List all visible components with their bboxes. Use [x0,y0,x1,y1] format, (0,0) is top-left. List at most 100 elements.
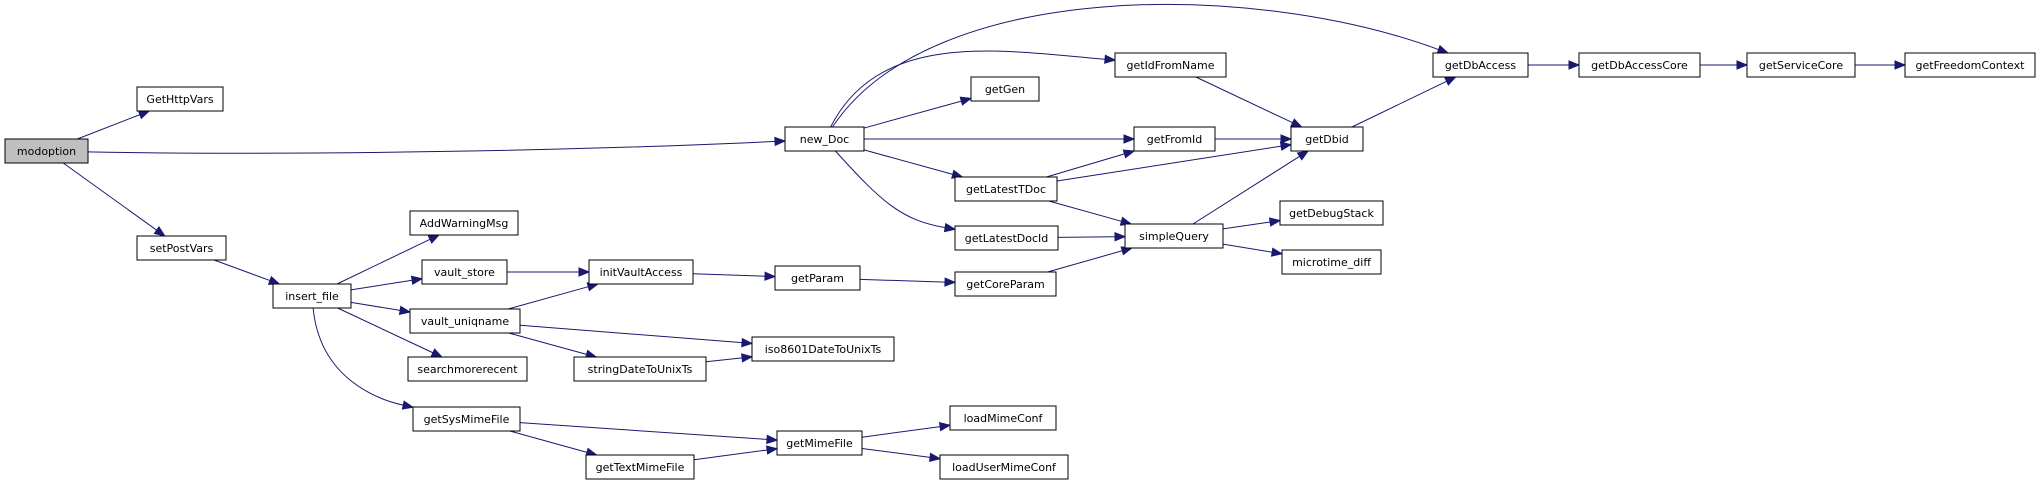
arrowhead-icon [430,348,444,358]
node-getMimeFile[interactable]: getMimeFile [776,430,863,456]
node-label: getFreedomContext [1916,59,2026,72]
node-getDbid[interactable]: getDbid [1290,126,1364,152]
edge-modoption-to-GetHttpVars [77,110,151,140]
edge-insert_file-to-getSysMimeFile [312,307,415,410]
arrowhead-icon [774,136,787,147]
node-insert_file[interactable]: insert_file [272,283,352,309]
node-searchmorerecent[interactable]: searchmorerecent [407,356,528,382]
edge-line [1192,155,1300,225]
node-box [1279,200,1384,226]
node-label: stringDateToUnixTs [588,363,693,376]
edge-insert_file-to-AddWarningMsg [336,234,441,285]
node-box [585,454,695,480]
arrowhead-icon [1114,231,1127,242]
edge-insert_file-to-searchmorerecent [337,307,444,358]
edge-new_Doc-to-getGen [863,96,973,129]
node-initVaultAccess[interactable]: initVaultAccess [588,259,694,285]
node-box [136,86,224,112]
edge-vault_store-to-initVaultAccess [507,267,591,277]
edge-line [1048,200,1122,222]
node-getLatestTDoc[interactable]: getLatestTDoc [954,176,1058,202]
edge-getSysMimeFile-to-getTextMimeFile [509,430,598,457]
node-label: getCoreParam [966,278,1044,291]
edge-getCoreParam-to-simpleQuery [1047,246,1134,273]
node-vault_store[interactable]: vault_store [421,259,508,285]
edge-line [861,426,941,438]
node-box [412,406,521,432]
node-getDbAccessCore[interactable]: getDbAccessCore [1578,52,1701,78]
node-label: getDbid [1305,133,1349,146]
node-box [776,430,863,456]
edge-modoption-to-setPostVars [62,162,166,237]
node-getSysMimeFile[interactable]: getSysMimeFile [412,406,521,432]
node-label: getServiceCore [1759,59,1843,72]
edge-line [832,3,1439,128]
edge-getDbid-to-getDbAccess [1351,76,1457,128]
node-getLatestDocId[interactable]: getLatestDocId [954,225,1059,251]
node-box [407,356,528,382]
edge-modoption-to-new_Doc [87,136,787,154]
edge-getFromId-to-getDbid [1215,134,1293,144]
node-AddWarningMsg[interactable]: AddWarningMsg [409,210,519,236]
node-simpleQuery[interactable]: simpleQuery [1124,223,1224,249]
node-getGen[interactable]: getGen [970,76,1040,102]
node-vault_uniqname[interactable]: vault_uniqname [409,308,521,334]
node-GetHttpVars[interactable]: GetHttpVars [136,86,224,112]
node-setPostVars[interactable]: setPostVars [136,235,227,261]
arrowhead-icon [1290,118,1303,128]
node-getFromId[interactable]: getFromId [1133,126,1216,152]
edge-getIdFromName-to-getDbid [1195,76,1303,128]
edge-line [336,238,431,285]
arrowhead-icon [578,267,591,277]
node-getCoreParam[interactable]: getCoreParam [954,271,1057,297]
node-getServiceCore[interactable]: getServiceCore [1746,52,1856,78]
node-box [1904,52,2036,78]
node-label: getSysMimeFile [424,413,510,426]
edge-line [87,140,776,154]
node-box [272,283,352,309]
node-box [949,405,1057,431]
edge-line [1047,250,1123,273]
node-box [954,271,1057,297]
node-getParam[interactable]: getParam [774,265,861,291]
edge-line [337,307,434,354]
arrowhead-icon [938,421,952,432]
node-getDebugStack[interactable]: getDebugStack [1279,200,1384,226]
node-label: initVaultAccess [600,266,683,279]
arrowhead-icon [1736,60,1749,70]
node-loadUserMimeConf[interactable]: loadUserMimeConf [939,454,1069,480]
edge-line [508,332,587,355]
node-modoption[interactable]: modoption [4,138,89,164]
node-new_Doc[interactable]: new_Doc [784,126,865,152]
node-getDbAccess[interactable]: getDbAccess [1432,52,1529,78]
node-getTextMimeFile[interactable]: getTextMimeFile [585,454,695,480]
arrowhead-icon [1268,217,1282,227]
node-loadMimeConf[interactable]: loadMimeConf [949,405,1057,431]
edge-line [1057,236,1116,238]
arrowhead-icon [1436,44,1450,54]
node-label: modoption [17,145,76,158]
node-label: getLatestDocId [965,232,1049,245]
node-box [588,259,694,285]
node-box [751,336,895,362]
edge-new_Doc-to-getFromId [864,134,1136,144]
node-getFreedomContext[interactable]: getFreedomContext [1904,52,2036,78]
node-label: microtime_diff [1292,256,1371,269]
edge-new_Doc-to-getLatestTDoc [863,149,964,179]
edge-line [859,278,946,283]
node-box [1124,223,1224,249]
node-stringDateToUnixTs[interactable]: stringDateToUnixTs [573,356,707,382]
edge-new_Doc-to-getDbAccess [832,3,1450,128]
edge-line [1222,243,1273,253]
node-microtime_diff[interactable]: microtime_diff [1281,249,1382,275]
node-box [954,225,1059,251]
node-label: iso8601DateToUnixTs [765,343,882,356]
edge-line [835,150,946,229]
edge-getLatestTDoc-to-getFromId [1046,149,1136,178]
edge-stringDateToUnixTs-to-iso8601DateToUnixTs [705,353,754,363]
edge-line [1195,76,1293,124]
node-getIdFromName[interactable]: getIdFromName [1114,52,1227,78]
edge-new_Doc-to-getIdFromName [830,50,1117,128]
node-iso8601DateToUnixTs[interactable]: iso8601DateToUnixTs [751,336,895,362]
node-label: simpleQuery [1139,230,1209,243]
